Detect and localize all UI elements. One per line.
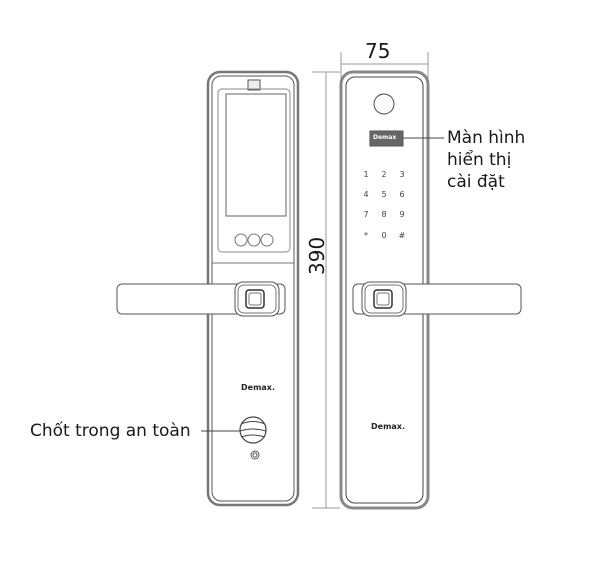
key-4: 4 xyxy=(363,190,369,199)
dimension-lines xyxy=(312,52,429,509)
display-callout-line-3: cài đặt xyxy=(447,172,505,192)
left-lock-panel xyxy=(206,70,300,507)
brand-logo-left: Demax. xyxy=(241,383,275,392)
width-dimension-label: 75 xyxy=(365,39,391,63)
key-5: 5 xyxy=(381,190,387,199)
key-star: * xyxy=(364,231,368,240)
key-9: 9 xyxy=(399,210,405,219)
key-7: 7 xyxy=(363,210,369,219)
display-callout: Màn hình hiển thị cài đặt xyxy=(447,127,525,193)
right-handle xyxy=(352,281,522,317)
display-callout-line-2: hiển thị xyxy=(447,150,512,170)
height-dimension-label: 390 xyxy=(305,236,329,275)
key-3: 3 xyxy=(399,170,405,179)
brand-logo-right: Demax. xyxy=(371,422,405,431)
key-1: 1 xyxy=(363,170,369,179)
key-0: 0 xyxy=(381,231,387,240)
key-8: 8 xyxy=(381,210,387,219)
key-hash: # xyxy=(398,231,406,240)
display-callout-line-1: Màn hình xyxy=(447,128,526,148)
screen-brand-text: Demax xyxy=(373,134,397,141)
latch-callout: Chốt trong an toàn xyxy=(30,421,191,441)
left-handle xyxy=(116,281,286,317)
key-6: 6 xyxy=(399,190,405,199)
key-2: 2 xyxy=(381,170,387,179)
callout-leaders xyxy=(201,137,444,432)
